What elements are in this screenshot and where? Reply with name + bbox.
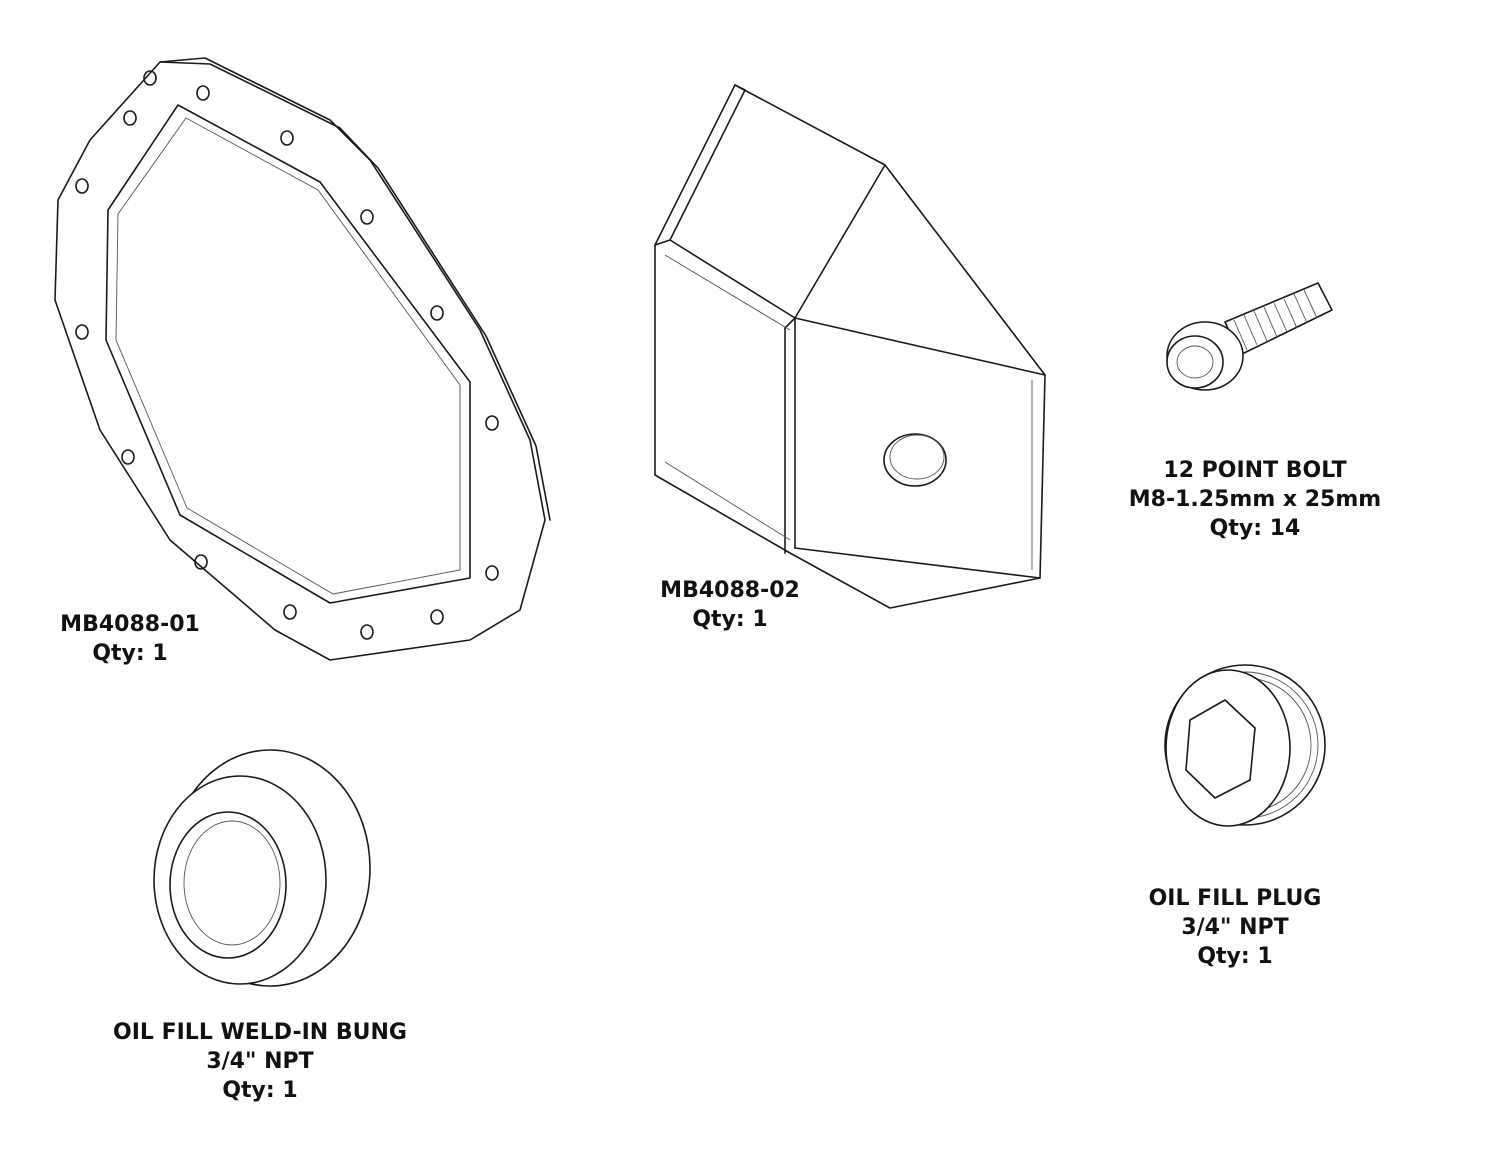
skid-part-number: MB4088-02 xyxy=(660,578,800,603)
plug-label: OIL FILL PLUG 3/4" NPT Qty: 1 xyxy=(1110,884,1360,971)
bung-qty: Qty: 1 xyxy=(222,1078,298,1103)
oil-fill-plug-icon xyxy=(1164,664,1326,827)
bolt-icon xyxy=(1166,282,1333,391)
bung-label: OIL FILL WELD-IN BUNG 3/4" NPT Qty: 1 xyxy=(80,1018,440,1105)
cover-label: MB4088-01 Qty: 1 xyxy=(30,610,230,668)
skid-label: MB4088-02 Qty: 1 xyxy=(630,576,830,634)
bolt-name: 12 POINT BOLT xyxy=(1163,458,1347,483)
plug-name: OIL FILL PLUG xyxy=(1148,886,1322,911)
cover-qty: Qty: 1 xyxy=(92,641,168,666)
bolt-spec: M8-1.25mm x 25mm xyxy=(1128,487,1382,512)
skid-qty: Qty: 1 xyxy=(692,607,768,632)
cover-part-number: MB4088-01 xyxy=(60,612,200,637)
bung-name: OIL FILL WELD-IN BUNG xyxy=(113,1020,407,1045)
skid-plate-icon xyxy=(654,84,1046,609)
weld-in-bung-icon xyxy=(153,749,371,987)
differential-cover-icon xyxy=(54,57,551,661)
plug-spec: 3/4" NPT xyxy=(1181,915,1289,940)
plug-qty: Qty: 1 xyxy=(1197,944,1273,969)
bolt-qty: Qty: 14 xyxy=(1209,516,1301,541)
bolt-label: 12 POINT BOLT M8-1.25mm x 25mm Qty: 14 xyxy=(1100,456,1410,543)
bung-spec: 3/4" NPT xyxy=(206,1049,314,1074)
